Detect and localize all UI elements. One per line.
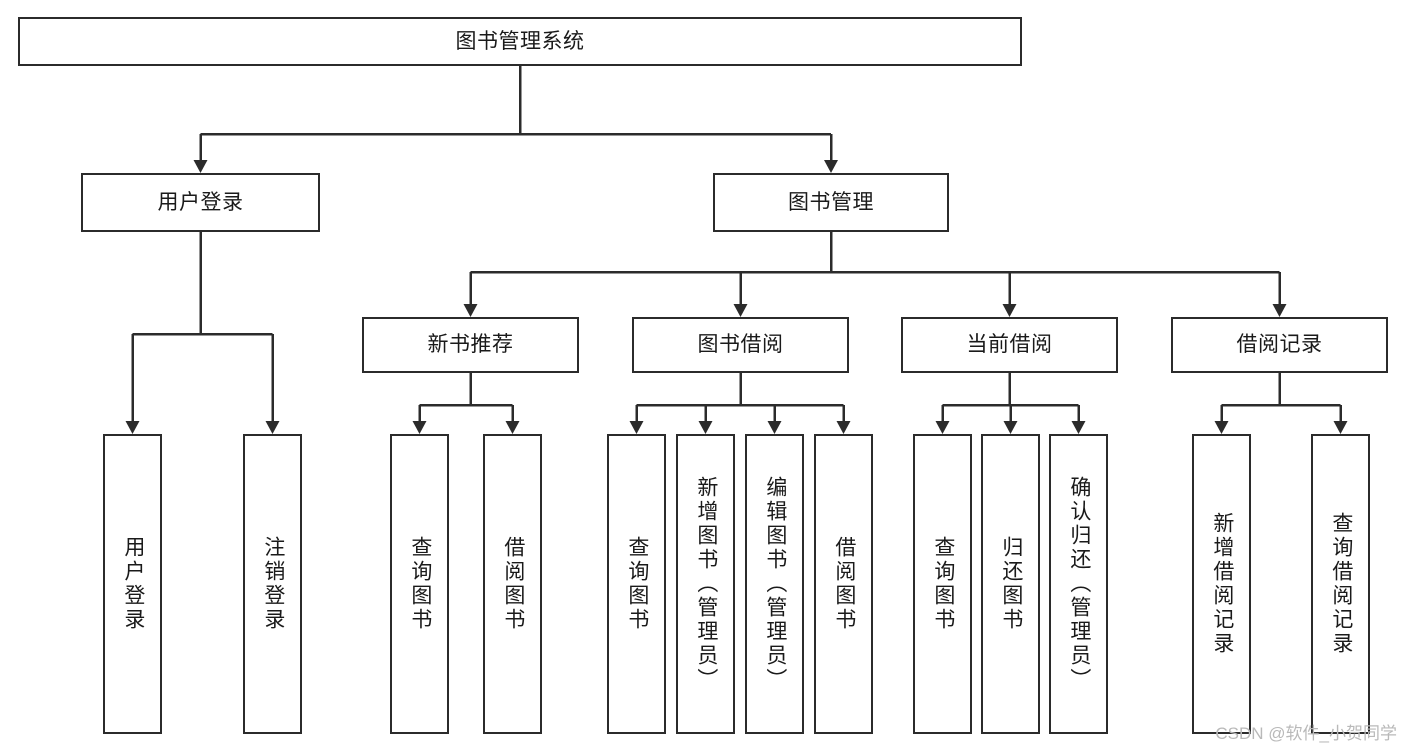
connector-borrow-to-leaf-borrow-book-2-arrowhead [836, 421, 851, 434]
connector-root-to-login-arrowhead [193, 160, 208, 173]
connector-bookmgmt-to-current-arrowhead [1002, 304, 1017, 317]
node-label-leaf-add-record: 新增借阅记录 [1210, 512, 1234, 656]
node-borrow: 图书借阅 [632, 317, 849, 373]
node-leaf-return-book: 归还图书 [981, 434, 1040, 734]
connector-newbook-to-leaf-query-book-1-arrowhead [412, 421, 427, 434]
node-label-leaf-confirm-return: 确认归还（管理员） [1067, 476, 1091, 692]
connector-borrow-to-leaf-add-book-arrowhead [698, 421, 713, 434]
node-leaf-query-record: 查询借阅记录 [1311, 434, 1370, 734]
node-newbook: 新书推荐 [362, 317, 579, 373]
connector-borrow-to-leaf-edit-book-arrowhead [767, 421, 782, 434]
connector-current-to-leaf-confirm-return-arrowhead [1071, 421, 1086, 434]
connector-current-to-leaf-return-book-arrowhead [1003, 421, 1018, 434]
connector-login-to-leaf-user-logout-arrowhead [265, 421, 280, 434]
node-label-leaf-borrow-book-1: 借阅图书 [501, 536, 525, 632]
node-label-root: 图书管理系统 [455, 29, 585, 53]
connector-newbook-to-leaf-borrow-book-1-arrowhead [505, 421, 520, 434]
node-login: 用户登录 [81, 173, 320, 232]
node-root: 图书管理系统 [18, 17, 1022, 66]
connector-records-to-leaf-query-record-arrowhead [1333, 421, 1348, 434]
node-label-records: 借阅记录 [1236, 333, 1323, 357]
node-leaf-add-record: 新增借阅记录 [1192, 434, 1251, 734]
node-bookmgmt: 图书管理 [713, 173, 949, 232]
node-label-leaf-user-login: 用户登录 [121, 536, 145, 632]
node-label-newbook: 新书推荐 [427, 333, 514, 357]
connector-root-to-bookmgmt-arrowhead [824, 160, 838, 173]
node-label-leaf-query-book-2: 查询图书 [625, 536, 649, 632]
node-leaf-borrow-book-1: 借阅图书 [483, 434, 542, 734]
node-label-leaf-query-record: 查询借阅记录 [1329, 512, 1353, 656]
connector-bookmgmt-to-records-arrowhead [1272, 304, 1287, 317]
node-label-leaf-return-book: 归还图书 [999, 536, 1023, 632]
connector-borrow-to-leaf-query-book-2-arrowhead [629, 421, 644, 434]
node-leaf-user-logout: 注销登录 [243, 434, 302, 734]
connector-bookmgmt-to-newbook-arrowhead [463, 304, 478, 317]
node-label-bookmgmt: 图书管理 [788, 190, 874, 214]
node-label-login: 用户登录 [157, 190, 244, 214]
node-label-leaf-borrow-book-2: 借阅图书 [832, 536, 856, 632]
node-leaf-confirm-return: 确认归还（管理员） [1049, 434, 1108, 734]
node-leaf-edit-book: 编辑图书（管理员） [745, 434, 804, 734]
node-label-leaf-query-book-3: 查询图书 [931, 536, 955, 632]
node-leaf-query-book-1: 查询图书 [390, 434, 449, 734]
connector-records-to-leaf-add-record-arrowhead [1214, 421, 1229, 434]
node-label-current: 当前借阅 [966, 333, 1053, 357]
connector-current-to-leaf-query-book-3-arrowhead [935, 421, 950, 434]
node-leaf-query-book-3: 查询图书 [913, 434, 972, 734]
node-leaf-query-book-2: 查询图书 [607, 434, 666, 734]
connector-login-to-leaf-user-login-arrowhead [125, 421, 140, 434]
node-leaf-user-login: 用户登录 [103, 434, 162, 734]
node-leaf-add-book: 新增图书（管理员） [676, 434, 735, 734]
node-leaf-borrow-book-2: 借阅图书 [814, 434, 873, 734]
node-label-leaf-query-book-1: 查询图书 [408, 536, 432, 632]
node-current: 当前借阅 [901, 317, 1118, 373]
node-records: 借阅记录 [1171, 317, 1388, 373]
connector-bookmgmt-to-borrow-arrowhead [733, 304, 748, 317]
node-label-borrow: 图书借阅 [697, 333, 784, 357]
node-label-leaf-edit-book: 编辑图书（管理员） [763, 476, 787, 692]
node-label-leaf-user-logout: 注销登录 [261, 536, 285, 632]
node-label-leaf-add-book: 新增图书（管理员） [694, 476, 718, 692]
